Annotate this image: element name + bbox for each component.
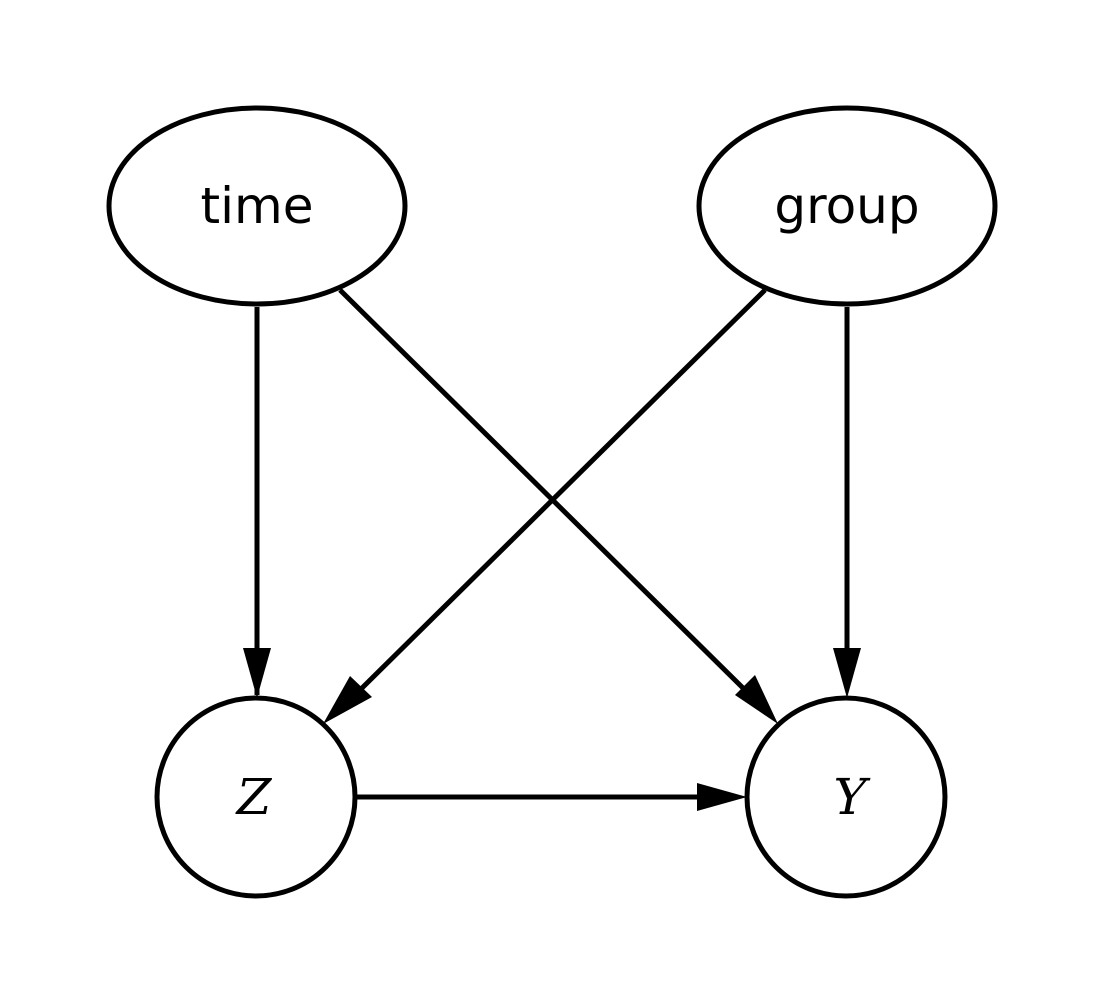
node-z (154, 695, 358, 899)
edge-time-y (338, 288, 747, 692)
node-group-label: group (774, 177, 919, 235)
node-time (106, 105, 408, 307)
node-z-label: Z (235, 768, 273, 826)
node-time-label: time (201, 177, 314, 235)
edge-group-z (358, 288, 767, 692)
arrowhead-group-y (833, 648, 861, 698)
arrowhead-time-y (735, 675, 778, 724)
node-group (696, 105, 998, 307)
arrowhead-time-z (243, 648, 271, 698)
node-y-label: Y (833, 768, 870, 826)
arrowhead-z-y (697, 783, 747, 811)
node-y (744, 695, 948, 899)
arrowhead-group-z (323, 676, 372, 724)
